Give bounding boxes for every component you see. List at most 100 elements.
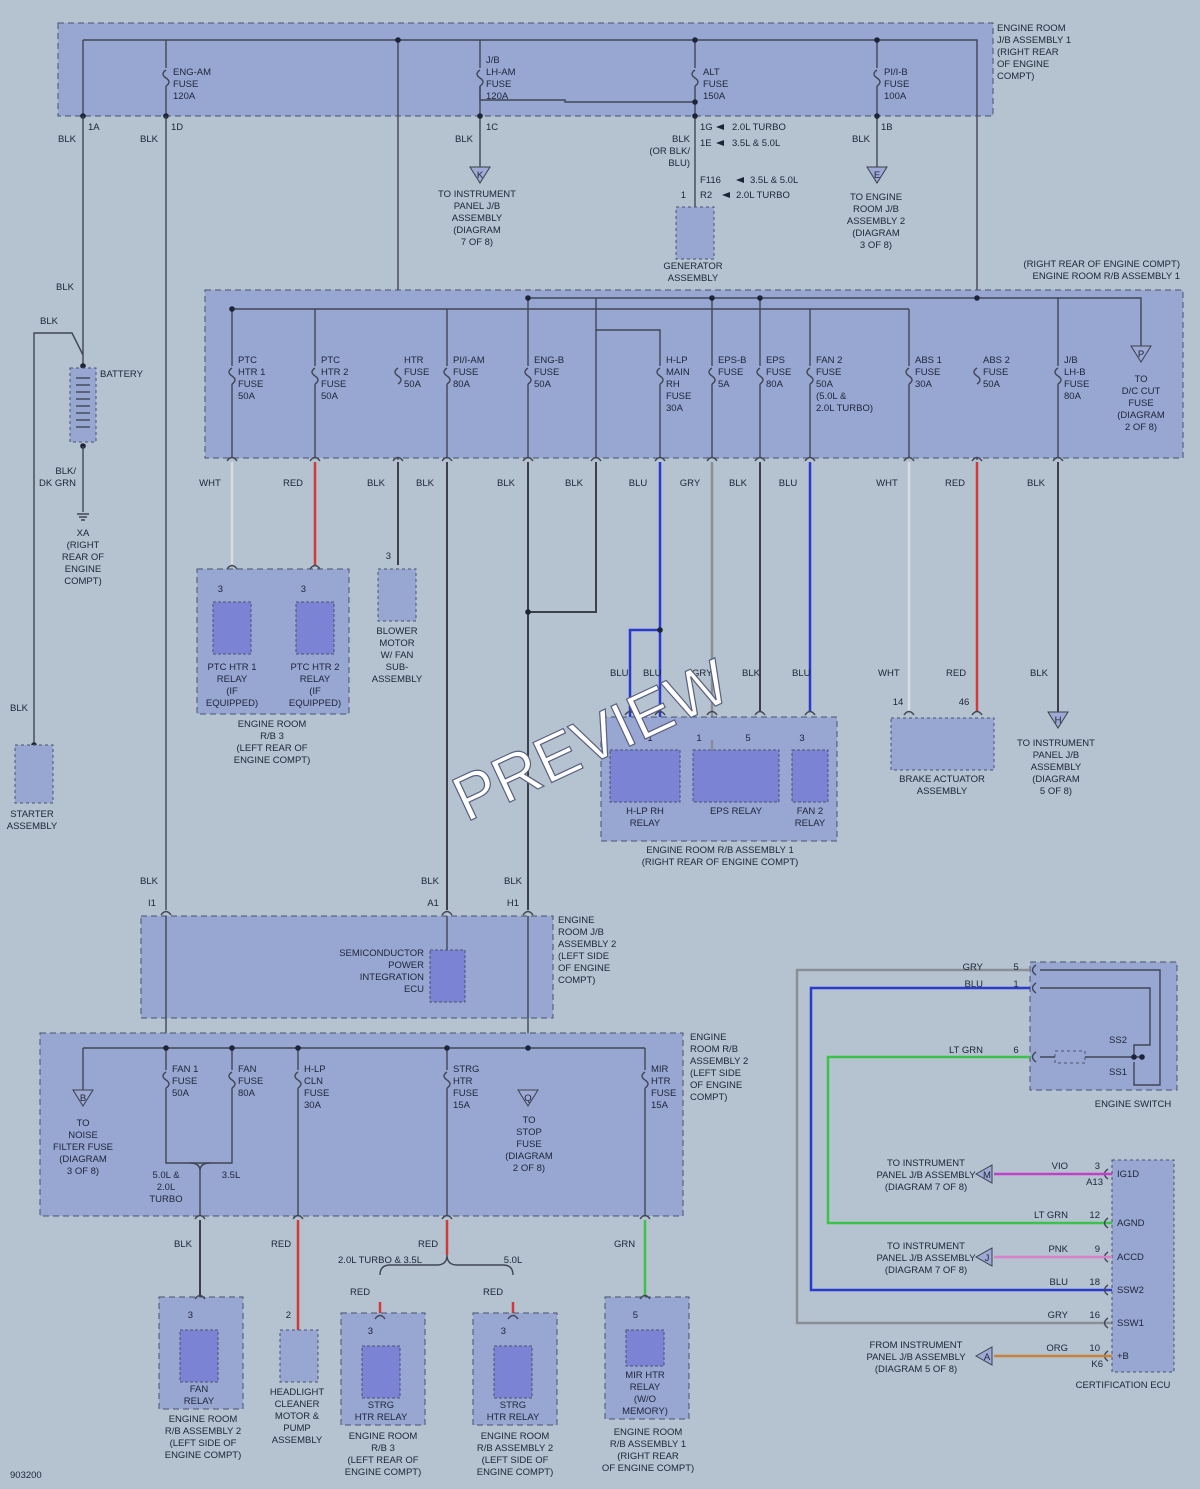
ip-jb-a-label: PANEL J/B ASSEMBLY: [866, 1352, 966, 1363]
er-jb2-e-label: ROOM J/B: [853, 204, 899, 215]
pin-label: 3: [386, 551, 391, 562]
headlight-cleaner-motor: [279, 1329, 319, 1383]
junction-dot: [757, 295, 763, 301]
rb1-bus-right: [528, 297, 1142, 346]
jb1-title: OF ENGINE: [997, 59, 1049, 70]
wire-label: WHT: [199, 478, 221, 489]
dc-cut-label: TO: [1134, 374, 1147, 385]
wire-label: RED: [418, 1239, 438, 1250]
junction-dot: [974, 295, 980, 301]
relay-label: (IF: [309, 686, 321, 697]
wire-label: BLK: [497, 478, 516, 489]
certification-ecu: [1111, 1159, 1175, 1373]
brake-actuator-label: ASSEMBLY: [917, 786, 968, 797]
mir-htr-relay-label: (W/O: [634, 1394, 656, 1405]
fan-2-relay: [791, 749, 829, 803]
ip-jb-h-label: PANEL J/B: [1033, 750, 1079, 761]
wire-label: BLK: [140, 876, 159, 887]
fan-relay-label: RELAY: [184, 1396, 215, 1407]
rb1-fuse-icon: [905, 367, 913, 385]
starter-label: STARTER: [10, 809, 54, 820]
rb1-fuse-icon: [228, 367, 236, 385]
pin-label: 2: [286, 1310, 291, 1321]
mir-fuse-label: HTR: [651, 1076, 671, 1087]
fan1-fuse-label: FUSE: [172, 1076, 197, 1087]
connector-symbol: [706, 710, 718, 716]
wire-label: BLK: [56, 282, 75, 293]
brake-actuator-label: BRAKE ACTUATOR: [899, 774, 985, 785]
er-jb2-e-label: ASSEMBLY 2: [847, 216, 905, 227]
stop-fuse-label: 2 OF 8): [513, 1163, 545, 1174]
junction-dot: [709, 295, 715, 301]
connector-symbol: [441, 910, 453, 916]
wire-label: BLU: [779, 478, 798, 489]
wire-label: BLU: [629, 478, 648, 489]
generator-label: ASSEMBLY: [668, 273, 719, 284]
stop-fuse-connector-letter: Q: [524, 1093, 531, 1104]
pointer-arrow: [736, 177, 744, 183]
connector-symbol: [971, 456, 983, 462]
pi-b-fuse-label: 100A: [884, 91, 907, 102]
rb1-fuse-label: 80A: [453, 379, 471, 390]
jb2-title: COMPT): [558, 975, 595, 986]
junction-dot: [295, 1045, 301, 1051]
ip-jb-a-label: (DIAGRAM 5 OF 8): [875, 1364, 957, 1375]
fan1-fuse-icon: [162, 1071, 170, 1089]
pi-b-fuse-icon: [873, 69, 881, 87]
hlp_cln-fuse-label: FUSE: [304, 1088, 329, 1099]
er-jb2-e-label: (DIAGRAM: [852, 228, 900, 239]
rb1-fuse-label: 30A: [666, 403, 684, 414]
rb1-fuse-label: (5.0L &: [816, 391, 847, 402]
h-lp-rh-relay: [609, 749, 681, 803]
jb1-title: J/B ASSEMBLY 1: [997, 35, 1071, 46]
strg-split-brace: [379, 1254, 514, 1276]
ip-jb-h-label: ASSEMBLY: [1031, 762, 1082, 773]
pin-1: 1: [681, 190, 686, 201]
jb-lh-am-fuse-icon: [476, 69, 484, 87]
rb1-fuse-icon: [443, 367, 451, 385]
junction-dot: [229, 1045, 235, 1051]
variant-b-label: 3.5L: [222, 1170, 241, 1181]
connector-symbol: [374, 1314, 386, 1320]
rb2-title: COMPT): [690, 1092, 727, 1103]
connector-symbol: [507, 1314, 519, 1320]
connector-symbol: [160, 910, 172, 916]
ip-jb-m-connector: [974, 1164, 993, 1184]
rb1-fuse-label: LH-B: [1064, 367, 1086, 378]
pin-label: I1: [148, 898, 156, 909]
rb1-fuse-label: HTR: [404, 355, 424, 366]
ecu-terminal: IG1D: [1117, 1169, 1139, 1180]
wire-label: RED: [946, 668, 966, 679]
noise-filter-label: (DIAGRAM: [59, 1154, 107, 1165]
variant-a-label: 5.0L &: [152, 1170, 180, 1181]
wire: [795, 968, 1112, 1325]
rb1-title: (RIGHT REAR OF ENGINE COMPT): [1023, 259, 1180, 270]
connector-symbol: [754, 710, 766, 716]
mir-fuse-label: MIR: [651, 1064, 669, 1075]
ip-jb-a-connector-letter: A: [984, 1352, 991, 1363]
pin-1d: 1D: [171, 122, 183, 133]
wire-label: RED: [483, 1287, 503, 1298]
ip-jb-j-label: TO INSTRUMENT: [887, 1241, 965, 1252]
er-jb2-e-connector-letter: E: [874, 170, 880, 181]
rb1-fuse-label: 50A: [534, 379, 552, 390]
switch-lamp: [1054, 1050, 1086, 1064]
alt-fuse-label: ALT: [703, 67, 720, 78]
noise-filter-label: 3 OF 8): [67, 1166, 99, 1177]
wire-label: GRY: [963, 962, 984, 973]
rb2-title: OF ENGINE: [690, 1080, 742, 1091]
rb1-fuse-icon: [394, 367, 402, 385]
rb1-fuse-label: 5A: [718, 379, 730, 390]
wire-label: BLK: [40, 316, 59, 327]
variant-a-label: TURBO: [149, 1194, 182, 1205]
battery: [69, 367, 97, 443]
rb1-fuse-label: MAIN: [666, 367, 690, 378]
fan-relay-title: (LEFT SIDE OF: [170, 1438, 237, 1449]
jb-lh-am-fuse-label: LH-AM: [486, 67, 516, 78]
junction-dot: [444, 1045, 450, 1051]
ip-jb-k-label: (DIAGRAM: [453, 225, 501, 236]
wire-label: BLK: [10, 703, 29, 714]
relay-label: RELAY: [217, 674, 248, 685]
hlp_cln-fuse-label: H-LP: [304, 1064, 326, 1075]
pin-label: 46: [959, 697, 970, 708]
